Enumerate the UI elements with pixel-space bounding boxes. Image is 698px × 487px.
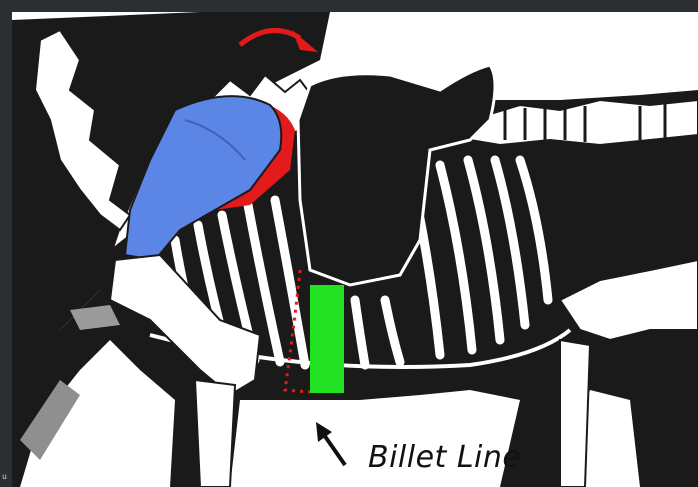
corner-mark: u [2,472,7,481]
billet-line-label: Billet Line [368,440,521,475]
billet-line-marker [310,285,344,393]
horse-anatomy-diagram [12,12,698,487]
diagonal-arrow-icon [316,422,345,465]
diagram-canvas [12,12,698,487]
hind-leg-bone [560,340,590,487]
forearm-bone [195,380,235,487]
